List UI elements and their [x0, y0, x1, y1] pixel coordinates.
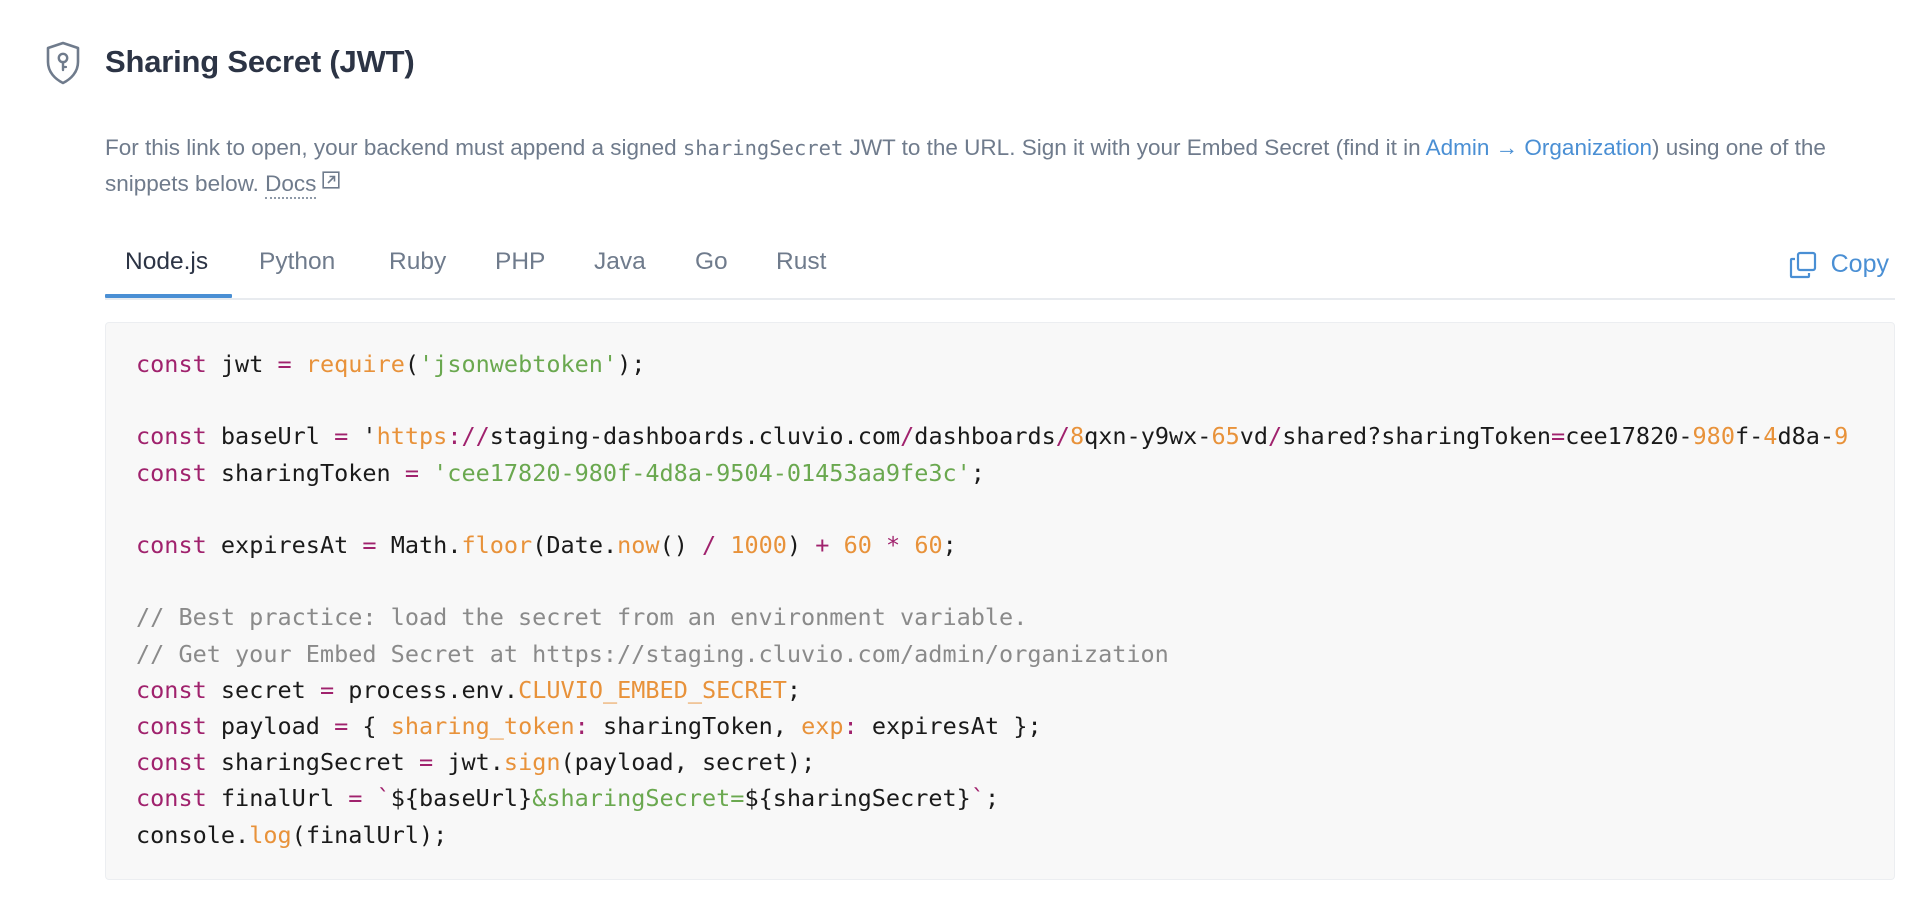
- code-line: const sharingToken = 'cee17820-980f-4d8a…: [136, 458, 985, 487]
- code-snippet-block[interactable]: const jwt = require('jsonwebtoken'); con…: [105, 322, 1895, 880]
- copy-button-label: Copy: [1830, 250, 1889, 278]
- external-link-icon[interactable]: [322, 171, 340, 189]
- section-header: [44, 40, 82, 86]
- code-line: const payload = { sharing_token: sharing…: [136, 712, 1042, 741]
- description-text: For this link to open, your backend must…: [105, 130, 1895, 201]
- code-line: const baseUrl = 'https://staging-dashboa…: [136, 422, 1849, 451]
- code-line: const sharingSecret = jwt.sign(payload, …: [136, 748, 816, 777]
- code-line: const jwt = require('jsonwebtoken');: [136, 350, 646, 378]
- docs-link[interactable]: Docs: [265, 171, 317, 199]
- tab-rust[interactable]: Rust: [776, 248, 827, 275]
- code-line: const secret = process.env.CLUVIO_EMBED_…: [136, 675, 802, 704]
- tab-go[interactable]: Go: [695, 248, 728, 275]
- tab-php[interactable]: PHP: [495, 248, 546, 275]
- language-tabs: Node.js Python Ruby PHP Java Go Rust: [105, 242, 1895, 300]
- tab-ruby[interactable]: Ruby: [389, 248, 447, 275]
- code-line: const expiresAt = Math.floor(Date.now() …: [136, 531, 957, 560]
- tab-java[interactable]: Java: [594, 248, 646, 275]
- admin-organization-link[interactable]: Admin → Organization: [1425, 135, 1652, 160]
- active-tab-indicator: [105, 294, 232, 298]
- code-snippet: const jwt = require('jsonwebtoken'); con…: [136, 346, 1848, 853]
- code-line: // Best practice: load the secret from a…: [136, 603, 1028, 632]
- description-part-3: ) using one of the snippets below.: [105, 135, 1826, 196]
- tab-nodejs[interactable]: Node.js: [125, 248, 209, 275]
- code-line: console.log(finalUrl);: [136, 820, 448, 849]
- copy-button[interactable]: Copy: [1789, 250, 1889, 279]
- shield-key-icon: [46, 41, 80, 85]
- description-part-2: JWT to the URL. Sign it with your Embed …: [843, 135, 1426, 160]
- page-title: Sharing Secret (JWT): [105, 44, 415, 79]
- copy-icon: [1789, 251, 1816, 278]
- sharing-secret-code-term: sharingSecret: [682, 136, 844, 160]
- code-line: const finalUrl = `${baseUrl}&sharingSecr…: [136, 784, 1000, 813]
- code-line: // Get your Embed Secret at https://stag…: [136, 639, 1169, 668]
- tab-python[interactable]: Python: [259, 248, 336, 275]
- description-part-1: For this link to open, your backend must…: [105, 135, 683, 160]
